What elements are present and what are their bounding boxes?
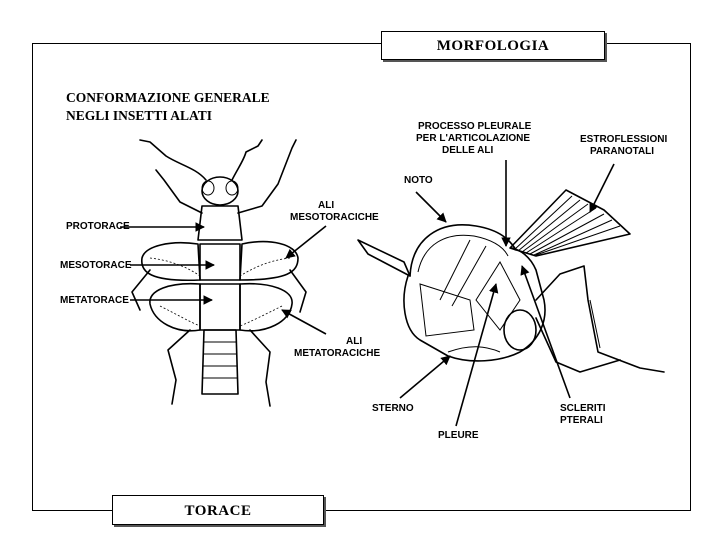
section-title: MORFOLOGIA (436, 38, 550, 54)
label-estro-2: PARANOTALI (590, 146, 654, 157)
label-processo-3: DELLE ALI (442, 145, 494, 156)
topic-title: TORACE (184, 503, 252, 519)
heading-line-1: CONFORMAZIONE GENERALE (66, 90, 270, 105)
arrow-sterno (399, 355, 451, 399)
label-ali-meta-1: ALI (346, 336, 362, 347)
arrow-noto (415, 191, 447, 223)
thorax-lateral-drawing (357, 189, 665, 373)
label-ali-meso-1: ALI (318, 200, 334, 211)
label-estro-1: ESTROFLESSIONI (580, 134, 667, 145)
label-ali-meta-2: METATORACICHE (294, 348, 380, 359)
insect-dorsal-drawing (131, 139, 307, 407)
label-ali-meso-2: MESOTORACICHE (290, 212, 379, 223)
label-processo-2: PER L'ARTICOLAZIONE (416, 133, 530, 144)
arrow-ali-meta (281, 309, 327, 335)
label-scleriti-2: PTERALI (560, 415, 603, 426)
arrow-pleure (455, 283, 499, 427)
label-mesotorace: MESOTORACE (60, 260, 132, 271)
label-protorace: PROTORACE (66, 221, 130, 232)
slide-heading: CONFORMAZIONE GENERALE NEGLI INSETTI ALA… (66, 89, 270, 125)
topic-box: TORACE (112, 495, 324, 525)
section-title-box: MORFOLOGIA (381, 31, 605, 60)
slide-frame (32, 43, 691, 511)
label-metatorace: METATORACE (60, 295, 129, 306)
label-noto: NOTO (404, 175, 433, 186)
label-pleure: PLEURE (438, 430, 479, 441)
label-processo-1: PROCESSO PLEURALE (418, 121, 532, 132)
arrow-ali-meso (285, 225, 327, 259)
arrow-estroflessioni (589, 163, 615, 213)
label-scleriti-1: SCLERITI (560, 403, 606, 414)
label-sterno: STERNO (372, 403, 414, 414)
arrow-scleriti (520, 265, 571, 399)
heading-line-2: NEGLI INSETTI ALATI (66, 108, 213, 123)
